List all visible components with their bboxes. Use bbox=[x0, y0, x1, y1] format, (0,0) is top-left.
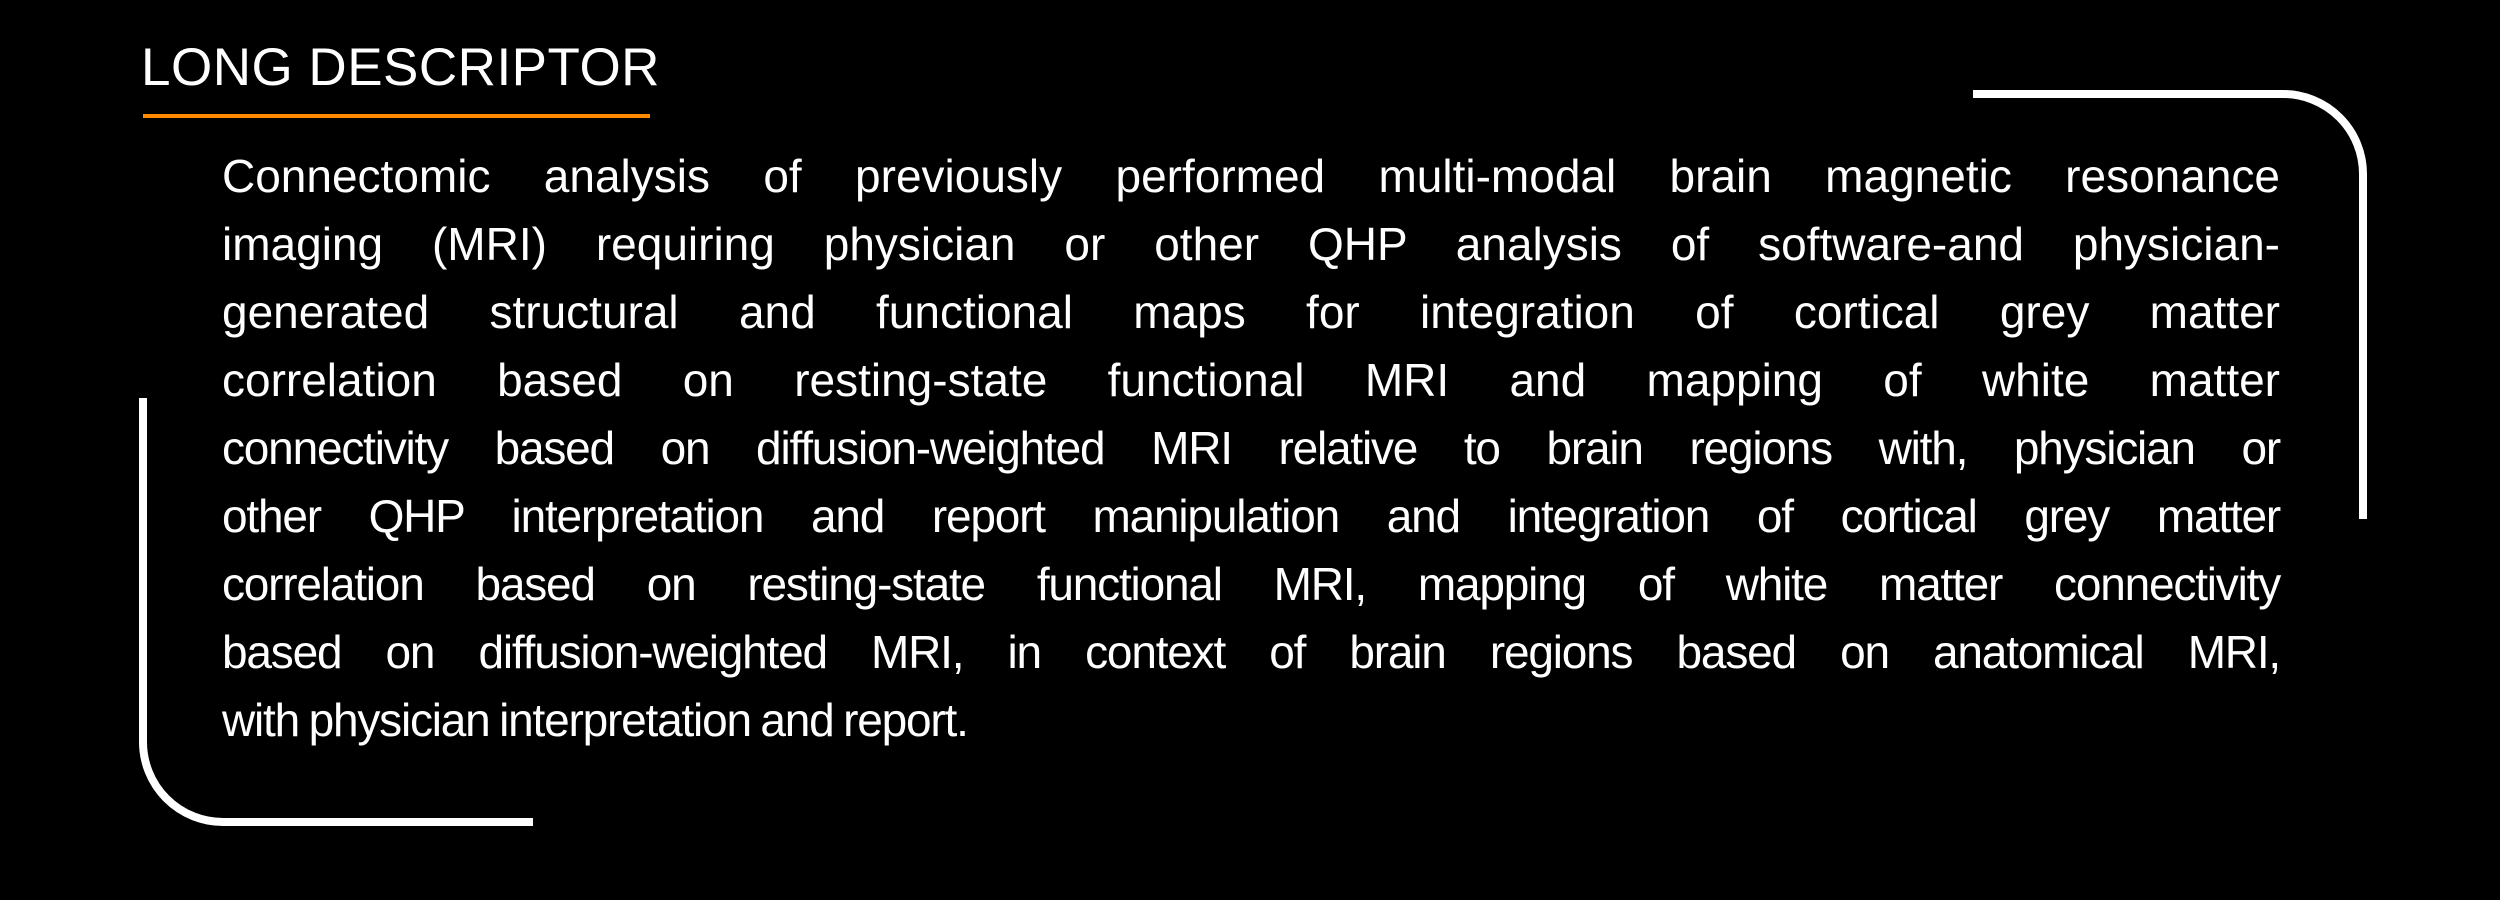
long-descriptor-text: Connectomic analysis of previously perfo… bbox=[222, 142, 2281, 754]
title-underline bbox=[143, 114, 650, 118]
descriptor-line: Connectomic analysis of previously perfo… bbox=[222, 150, 2280, 202]
section-title: LONG DESCRIPTOR bbox=[141, 38, 660, 97]
descriptor-line: correlation based on resting-state funct… bbox=[222, 558, 2281, 610]
descriptor-line: with physician interpretation and report… bbox=[222, 694, 969, 746]
descriptor-line: generated structural and functional maps… bbox=[222, 286, 2280, 338]
descriptor-line: based on diffusion-weighted MRI, in cont… bbox=[222, 626, 2281, 678]
descriptor-line: imaging (MRI) requiring physician or oth… bbox=[222, 218, 2280, 270]
descriptor-line: connectivity based on diffusion-weighted… bbox=[222, 422, 2281, 474]
descriptor-line: correlation based on resting-state funct… bbox=[222, 354, 2280, 406]
descriptor-line: other QHP interpretation and report mani… bbox=[222, 490, 2281, 542]
